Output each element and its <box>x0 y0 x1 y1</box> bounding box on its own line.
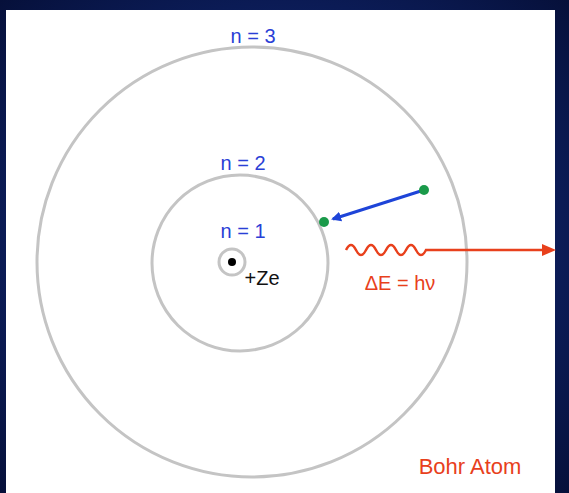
transition-arrow <box>333 190 424 219</box>
electron-dot <box>419 185 429 195</box>
photon-arrowhead <box>542 244 556 256</box>
white-panel <box>6 10 555 493</box>
nucleus-charge: +Ze <box>244 267 279 289</box>
orbit-label: n = 2 <box>220 152 265 174</box>
nucleus <box>228 258 236 266</box>
orbit-n3 <box>37 47 467 477</box>
orbit-n2 <box>152 175 328 351</box>
photon-energy: ΔE = hν <box>365 272 436 294</box>
orbit-label: n = 3 <box>230 25 275 47</box>
orbit-label: n = 1 <box>220 220 265 242</box>
orbit-n1 <box>219 249 245 275</box>
photon-wave <box>346 245 542 255</box>
diagram-title: Bohr Atom <box>419 455 522 479</box>
electron-dot <box>319 217 329 227</box>
